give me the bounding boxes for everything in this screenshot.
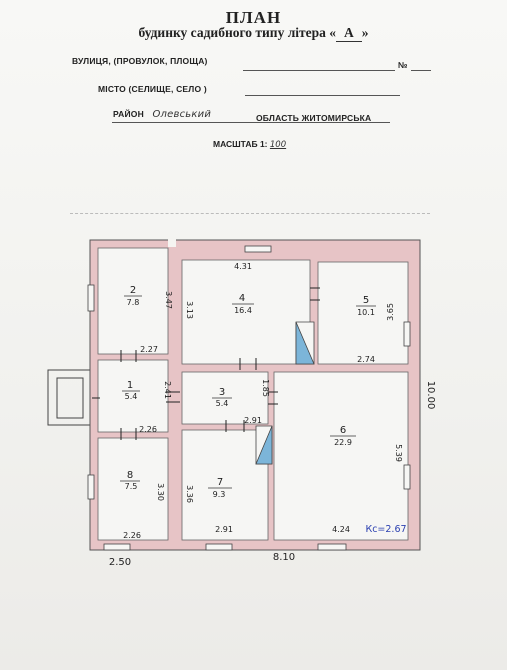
- room-6-floor: [273, 371, 409, 541]
- wall-notch: [168, 239, 176, 247]
- window-right-room6: [403, 464, 411, 490]
- dim-room7-height: 3.36: [185, 485, 194, 503]
- room-4-area: 16.4: [234, 306, 252, 315]
- stair-lower-fill: [255, 425, 273, 465]
- room-3-area: 5.4: [216, 399, 229, 408]
- dim-room8-width: 2.26: [123, 531, 141, 540]
- window-top: [244, 245, 272, 253]
- windows: [87, 245, 411, 551]
- room-4-id: 4: [239, 293, 245, 304]
- district-line: [112, 122, 390, 123]
- kc-coefficient: Кс=2.67: [365, 524, 406, 535]
- dim-room6-width: 4.24: [332, 525, 350, 534]
- dim-total-height: 10.00: [425, 381, 436, 410]
- scale-label-text: МАСШТАБ 1:: [213, 139, 268, 149]
- district-value: Олевський: [152, 109, 212, 120]
- dim-room8-height: 3.30: [156, 483, 165, 501]
- room-7-floor: [181, 429, 269, 541]
- room-2-floor: [97, 247, 169, 355]
- room-1-area: 5.4: [125, 392, 138, 401]
- dim-room4-width: 4.31: [234, 262, 252, 271]
- city-label: МІСТО (СЕЛИЩЕ, СЕЛО ): [98, 84, 207, 94]
- room-1-floor: [97, 359, 169, 433]
- dim-room5-height: 3.65: [386, 303, 395, 321]
- window-right-room5: [403, 321, 411, 347]
- page-title: ПЛАН: [225, 8, 282, 27]
- room-8-area: 7.5: [125, 482, 138, 491]
- dim-room7-width: 2.91: [215, 525, 233, 534]
- dim-total-width: 8.10: [273, 552, 295, 563]
- street-label: ВУЛИЦЯ, (ПРОВУЛОК, ПЛОЩА): [72, 56, 208, 66]
- window-bottom-room8: [103, 543, 131, 551]
- dim-room1-height: 2.41: [163, 381, 172, 399]
- subtitle-end: »: [361, 25, 369, 40]
- number-line: [411, 70, 431, 71]
- room-interiors: [97, 247, 409, 541]
- porch-inner: [56, 377, 84, 419]
- city-line: [245, 95, 400, 96]
- window-left-room8: [87, 474, 95, 500]
- district-label: РАЙОН Олевський: [113, 109, 211, 120]
- number-label: №: [398, 60, 408, 70]
- dim-room2-width: 2.27: [140, 345, 158, 354]
- dim-room6-height: 5.39: [394, 444, 403, 462]
- district-label-text: РАЙОН: [113, 109, 144, 119]
- door-marks: [92, 287, 320, 440]
- dim-room3-height: 1.85: [261, 379, 270, 397]
- window-left-room2: [87, 284, 95, 312]
- litera-value: А: [336, 25, 362, 42]
- room-2-id: 2: [130, 285, 136, 296]
- dim-room4-height: 3.13: [185, 301, 194, 319]
- subtitle-text: будинку садибного типу літера «: [138, 25, 337, 40]
- window-bottom-room6: [317, 543, 347, 551]
- room-6-id: 6: [340, 425, 346, 436]
- separator-line: [70, 213, 430, 214]
- room-1-id: 1: [127, 380, 133, 391]
- dim-porch-width: 2.50: [109, 557, 131, 568]
- region-label: ОБЛАСТЬ ЖИТОМИРСЬКА: [256, 113, 372, 123]
- room-3-id: 3: [219, 387, 225, 398]
- room-6-area: 22.9: [334, 438, 352, 447]
- room-5-id: 5: [363, 295, 369, 306]
- scale-value: 100: [269, 140, 287, 150]
- room-8-floor: [97, 437, 169, 541]
- dim-room5-width: 2.74: [357, 355, 375, 364]
- room-2-area: 7.8: [127, 298, 140, 307]
- dim-room3-width: 2.91: [244, 416, 262, 425]
- street-line: [243, 70, 395, 71]
- dim-room2-height: 3.47: [164, 291, 173, 309]
- room-4-floor: [181, 259, 311, 365]
- room-7-area: 9.3: [213, 490, 226, 499]
- dim-room1-width: 2.26: [139, 425, 157, 434]
- scale-label: МАСШТАБ 1: 100: [213, 139, 286, 150]
- window-bottom-room7: [205, 543, 233, 551]
- room-5-floor: [317, 261, 409, 365]
- room-5-area: 10.1: [357, 308, 375, 317]
- room-7-id: 7: [217, 477, 223, 488]
- page-subtitle: будинку садибного типу літера «А»: [0, 25, 507, 42]
- stair-upper-fill: [295, 321, 315, 365]
- room-8-id: 8: [127, 470, 133, 481]
